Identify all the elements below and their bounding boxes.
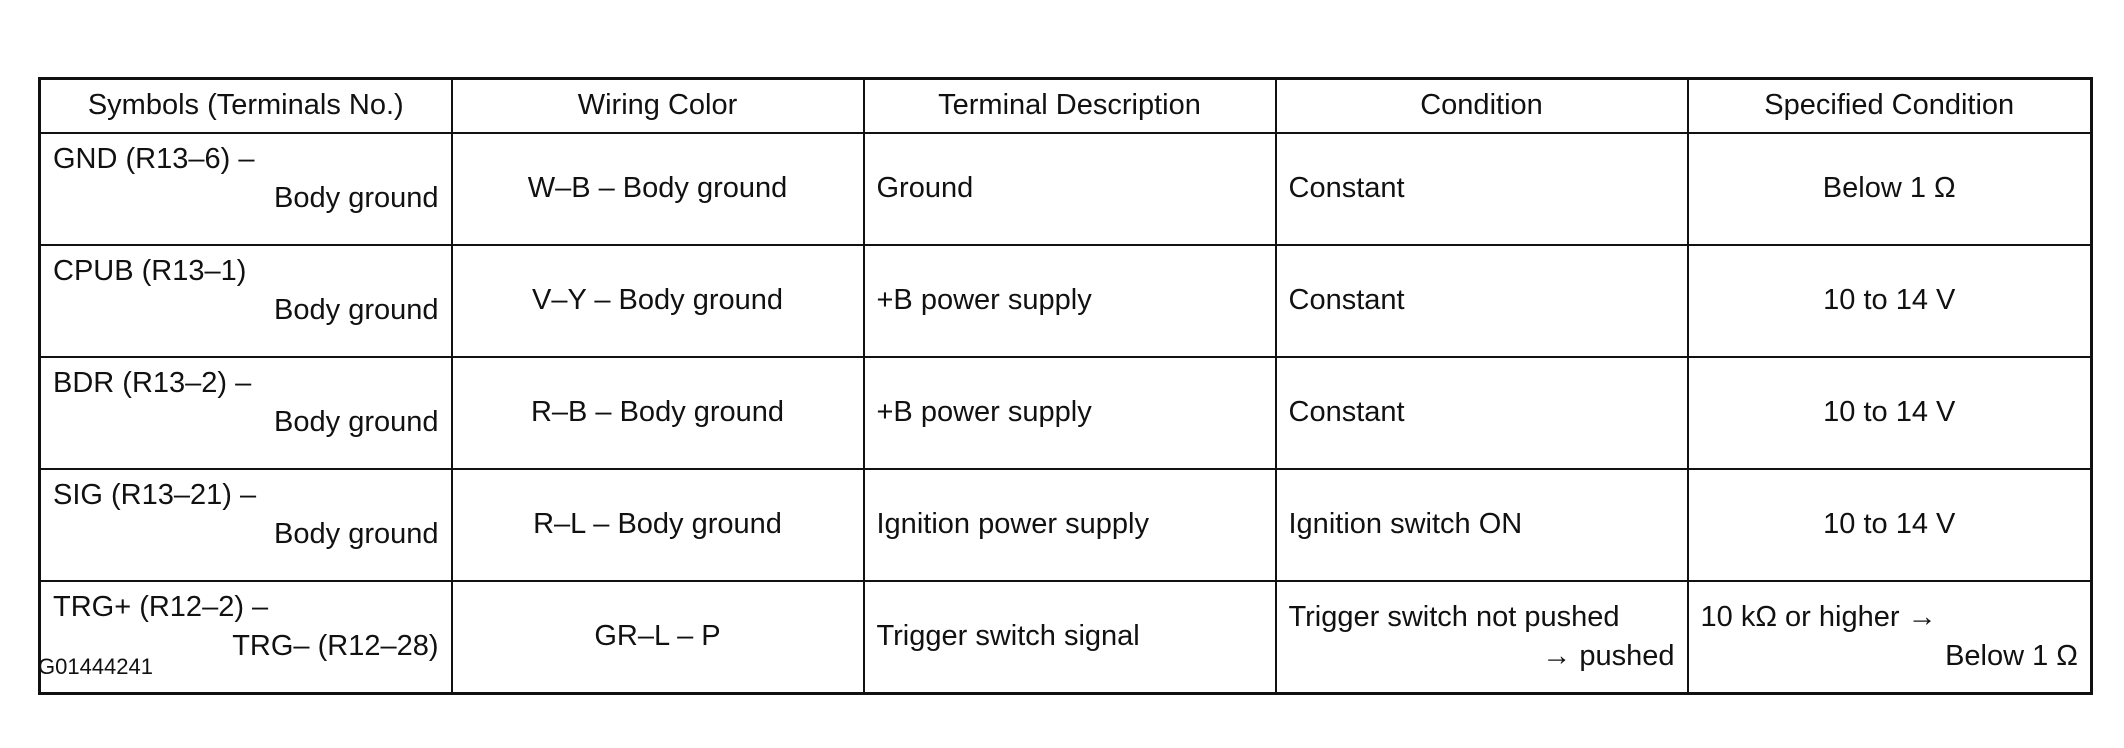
- specified-cell: 10 kΩ or higher → Below 1 Ω: [1686, 580, 2093, 695]
- symbol-reference: Body ground: [274, 182, 439, 215]
- figure-id: G01444241: [38, 654, 153, 679]
- symbol-terminal: SIG (R13–21) –: [53, 479, 257, 511]
- condition-line-2: → pushed: [1542, 640, 1675, 672]
- specified-line-1: 10 kΩ or higher →: [1700, 600, 1937, 633]
- wiring-color-cell: R–L – Body ground: [450, 468, 865, 582]
- header-condition: Condition: [1274, 77, 1689, 134]
- description-cell: Ignition power supply: [862, 468, 1277, 582]
- symbol-cell: BDR (R13–2) – Body ground: [38, 356, 453, 470]
- symbol-reference: Body ground: [274, 518, 439, 551]
- symbol-terminal: GND (R13–6) –: [53, 143, 255, 175]
- symbol-cell: TRG+ (R12–2) – TRG– (R12–28): [38, 580, 453, 695]
- symbol-cell: CPUB (R13–1) Body ground: [38, 244, 453, 358]
- symbol-cell: GND (R13–6) – Body ground: [38, 132, 453, 246]
- description-cell: Trigger switch signal: [862, 580, 1277, 695]
- table-row: GND (R13–6) – Body ground W–B – Body gro…: [38, 132, 2093, 246]
- symbol-terminal: BDR (R13–2) –: [53, 367, 252, 399]
- header-symbols: Symbols (Terminals No.): [38, 77, 453, 134]
- condition-line-1: Trigger switch not pushed: [1288, 600, 1620, 633]
- symbol-reference: TRG– (R12–28): [232, 630, 439, 663]
- table-row: SIG (R13–21) – Body ground R–L – Body gr…: [38, 468, 2093, 582]
- condition-cell: Constant: [1274, 132, 1689, 246]
- description-cell: +B power supply: [862, 356, 1277, 470]
- header-specified-condition: Specified Condition: [1686, 77, 2093, 134]
- condition-cell: Constant: [1274, 356, 1689, 470]
- symbol-cell: SIG (R13–21) – Body ground: [38, 468, 453, 582]
- specified-cell: 10 to 14 V: [1686, 468, 2093, 582]
- table-row: BDR (R13–2) – Body ground R–B – Body gro…: [38, 356, 2093, 470]
- header-terminal-description: Terminal Description: [862, 77, 1277, 134]
- symbol-reference: Body ground: [274, 294, 439, 327]
- specified-cell: Below 1 Ω: [1686, 132, 2093, 246]
- table-row: CPUB (R13–1) Body ground V–Y – Body grou…: [38, 244, 2093, 358]
- wiring-color-cell: W–B – Body ground: [450, 132, 865, 246]
- table-row: TRG+ (R12–2) – TRG– (R12–28) GR–L – P Tr…: [38, 580, 2093, 695]
- condition-cell: Ignition switch ON: [1274, 468, 1689, 582]
- specified-cell: 10 to 14 V: [1686, 356, 2093, 470]
- wiring-color-cell: GR–L – P: [450, 580, 865, 695]
- wiring-color-cell: R–B – Body ground: [450, 356, 865, 470]
- condition-cell: Constant: [1274, 244, 1689, 358]
- table-header-row: Symbols (Terminals No.) Wiring Color Ter…: [38, 77, 2093, 134]
- specified-cell: 10 to 14 V: [1686, 244, 2093, 358]
- symbol-terminal: TRG+ (R12–2) –: [53, 591, 269, 623]
- header-wiring-color: Wiring Color: [450, 77, 865, 134]
- description-cell: +B power supply: [862, 244, 1277, 358]
- symbol-terminal: CPUB (R13–1): [53, 255, 247, 287]
- symbol-reference: Body ground: [274, 406, 439, 439]
- condition-cell: Trigger switch not pushed → pushed: [1274, 580, 1689, 695]
- description-cell: Ground: [862, 132, 1277, 246]
- specified-line-2: Below 1 Ω: [1945, 640, 2078, 672]
- wiring-color-cell: V–Y – Body ground: [450, 244, 865, 358]
- terminal-spec-table: Symbols (Terminals No.) Wiring Color Ter…: [38, 77, 2093, 695]
